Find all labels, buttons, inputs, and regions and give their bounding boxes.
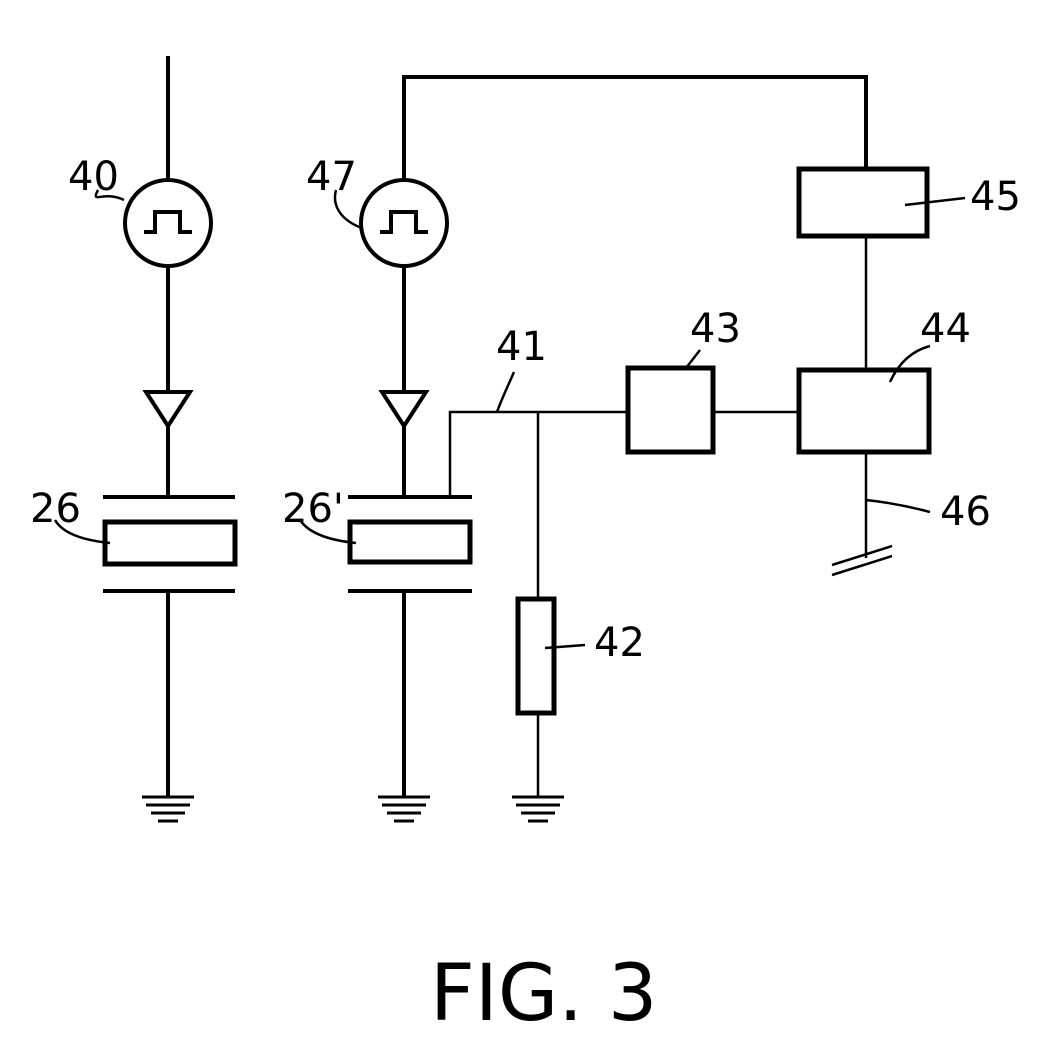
- label-47: 47: [306, 154, 357, 200]
- crystal-26-prime: [350, 522, 470, 562]
- label-44: 44: [920, 306, 971, 352]
- label-42: 42: [594, 620, 645, 666]
- label-45: 45: [970, 174, 1021, 220]
- buffer-triangle-icon: [146, 392, 190, 426]
- pulse-source-40: [125, 180, 211, 266]
- buffer-triangle-icon: [382, 392, 426, 426]
- label-26-prime: 26': [282, 486, 344, 532]
- chassis-ground-icon: [832, 546, 892, 575]
- resistor-42: [518, 599, 554, 713]
- block-45: [799, 169, 927, 236]
- label-41: 41: [496, 324, 547, 370]
- pulse-source-47: [361, 180, 447, 266]
- block-43: [628, 368, 713, 452]
- crystal-26: [105, 522, 235, 564]
- leader-46: [866, 500, 930, 512]
- ground-icon: [142, 797, 194, 821]
- leader-41: [497, 372, 514, 412]
- label-46: 46: [940, 489, 991, 535]
- pulse-waveform-icon: [146, 212, 190, 232]
- measurement-chain: [450, 77, 965, 821]
- label-40: 40: [68, 154, 119, 200]
- block-44: [799, 370, 929, 452]
- figure-caption: FIG. 3: [430, 949, 658, 1039]
- ground-icon: [378, 797, 430, 821]
- middle-branch: [300, 77, 866, 821]
- label-26: 26: [30, 486, 81, 532]
- ground-icon: [512, 797, 564, 821]
- leader-43: [686, 350, 700, 368]
- pulse-waveform-icon: [382, 212, 426, 232]
- label-43: 43: [690, 306, 741, 352]
